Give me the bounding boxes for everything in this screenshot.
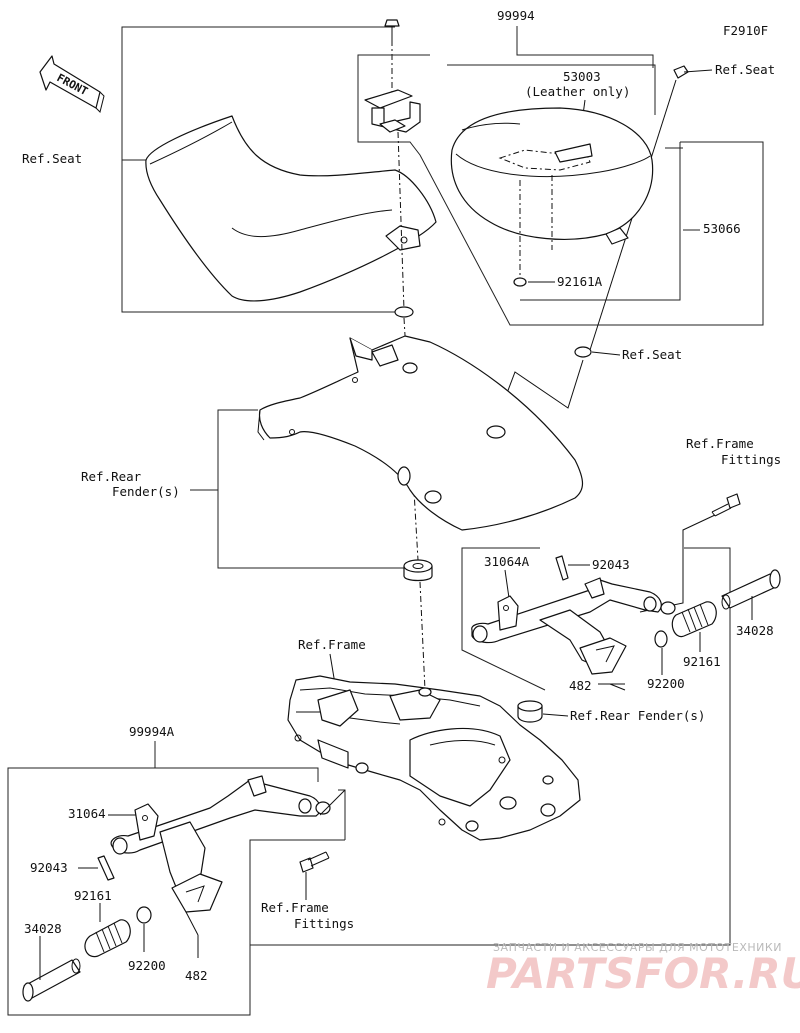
pin-92043-right (555, 555, 569, 581)
label-482-right: 482 (569, 678, 592, 693)
label-ref-seat-left: Ref.Seat (22, 151, 82, 166)
label-92043-left: 92043 (30, 860, 68, 875)
left-footrest-bracket (110, 775, 331, 913)
grip-92161-right (671, 601, 717, 638)
washer-ref-seat-mid (574, 346, 592, 358)
label-92043-right: 92043 (592, 557, 630, 572)
bracket-left-seat (121, 26, 405, 313)
label-ref-rear-fenders: Ref.Rear Fender(s) (570, 708, 705, 723)
label-92200-left: 92200 (128, 958, 166, 973)
grommet-92161a (513, 277, 527, 287)
footpeg-tube-34028-right (721, 569, 781, 610)
label-99994: 99994 (497, 8, 535, 23)
seat-washer (394, 306, 414, 318)
rear-fender (257, 335, 584, 531)
label-34028-right: 34028 (736, 623, 774, 638)
damper-rubber (403, 559, 433, 582)
label-frame-fittings-2a: Ref.Frame (261, 900, 329, 915)
label-ref-seat-mid: Ref.Seat (622, 347, 682, 362)
label-frame-fittings-1b: Fittings (721, 452, 781, 467)
main-seat (145, 115, 437, 302)
watermark-line1: ЗАПЧАСТИ И АКСЕССУАРЫ ДЛЯ МОТОТЕХНИКИ (493, 941, 782, 954)
label-53003: 53003 (563, 69, 601, 84)
label-leather-only: (Leather only) (525, 84, 630, 99)
rear-frame (287, 675, 581, 841)
footpeg-tube-34028-left (22, 958, 81, 1002)
seat-hinge-bracket (364, 89, 421, 133)
label-ref-frame: Ref.Frame (298, 637, 366, 652)
label-53066: 53066 (703, 221, 741, 236)
label-31064a: 31064A (484, 554, 530, 569)
bolt-top-right (673, 65, 713, 79)
front-arrow-icon: FRONT (39, 55, 105, 113)
label-ref-seat-top-right: Ref.Seat (715, 62, 775, 77)
label-ref-rear-fender-b: Fender(s) (112, 484, 180, 499)
pin-92043-left (97, 855, 115, 881)
passenger-seat (450, 107, 654, 245)
label-482-left: 482 (185, 968, 208, 983)
label-92161-right: 92161 (683, 654, 721, 669)
label-34028-left: 34028 (24, 921, 62, 936)
label-frame-fittings-1a: Ref.Frame (686, 436, 754, 451)
washer-92200-left (136, 906, 152, 924)
label-ref-rear-fender-a: Ref.Rear (81, 469, 142, 484)
washer-92200-right (654, 630, 668, 648)
label-92161-left: 92161 (74, 888, 112, 903)
fender-grommet (517, 700, 543, 723)
label-99994a: 99994A (129, 724, 175, 739)
label-92161a: 92161A (557, 274, 603, 289)
figure-code: F2910F (723, 23, 768, 38)
watermark-logo: PARTSFOR.RU (486, 949, 800, 998)
seat-bolt-top (384, 19, 400, 40)
bolt-frame-fittings-lower (299, 851, 330, 873)
grip-92161-left (84, 919, 131, 958)
right-footrest-bracket (471, 577, 676, 675)
label-31064: 31064 (68, 806, 106, 821)
label-frame-fittings-2b: Fittings (294, 916, 354, 931)
label-92200-right: 92200 (647, 676, 685, 691)
bolt-frame-fittings-top (711, 493, 741, 517)
